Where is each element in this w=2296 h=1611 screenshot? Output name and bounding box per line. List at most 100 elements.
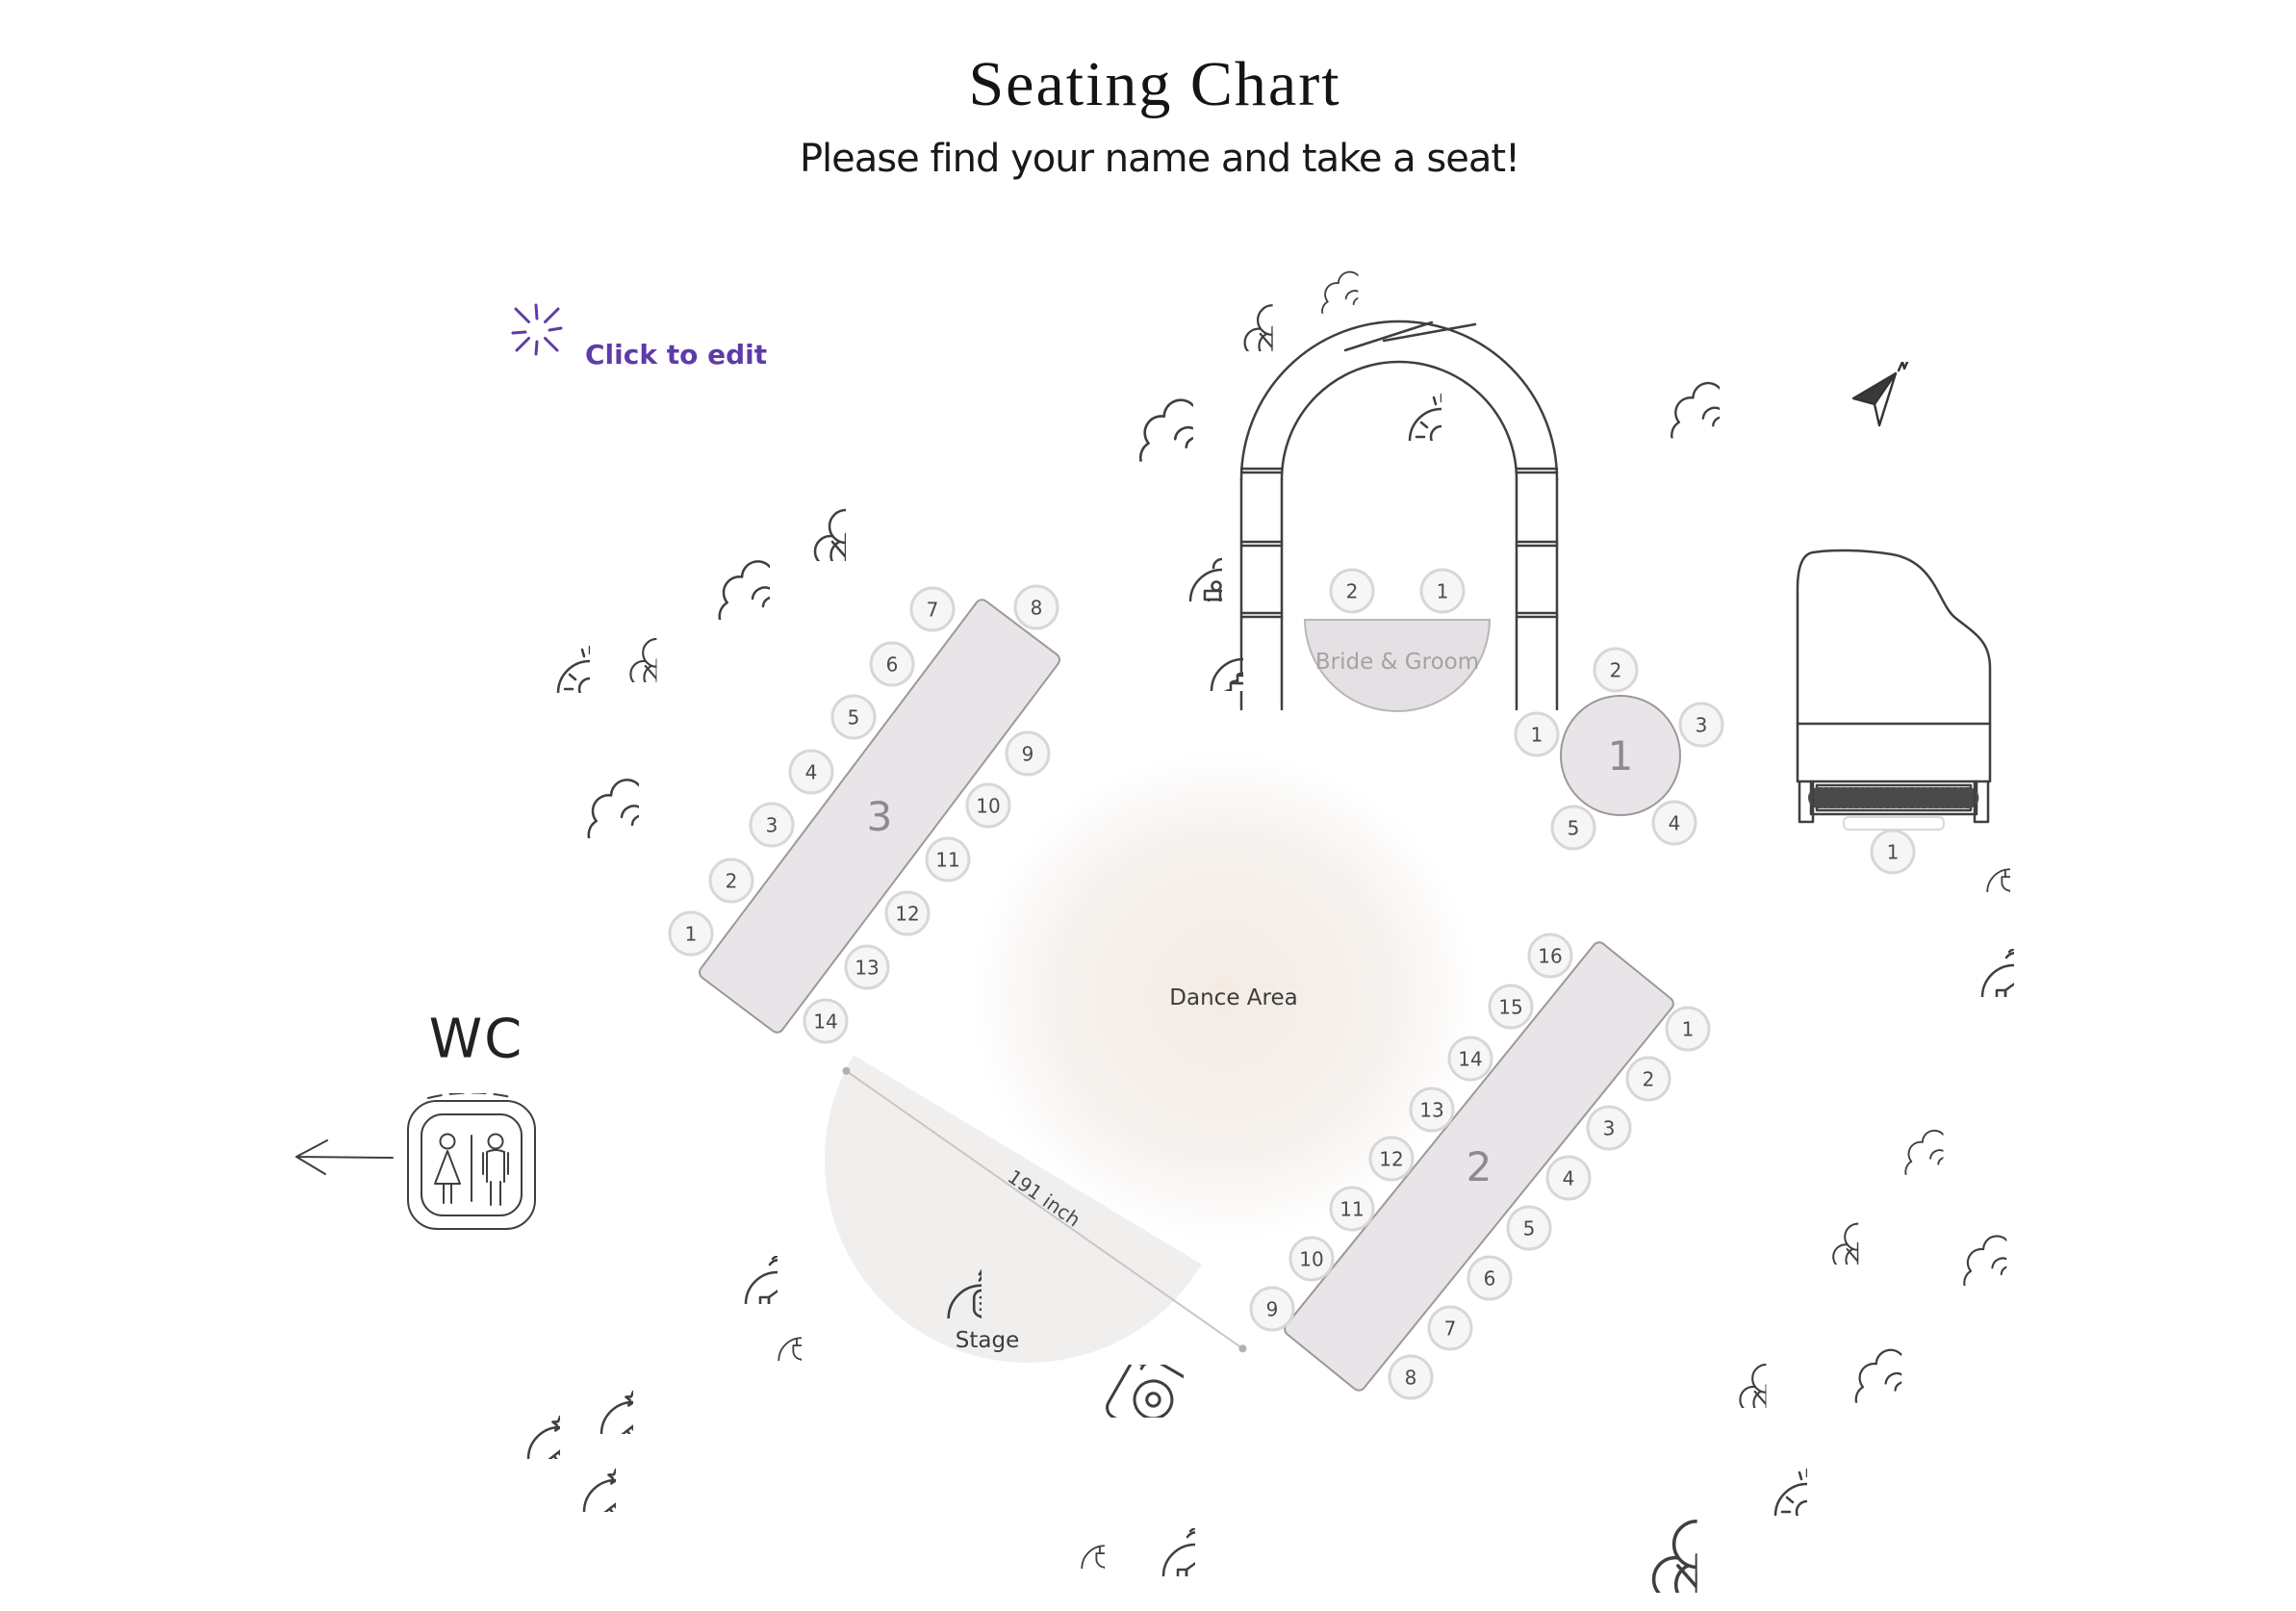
power-plug-icon[interactable] (1941, 823, 2010, 896)
seat-number: 11 (1339, 1197, 1365, 1220)
seat-number: 10 (976, 794, 1001, 817)
seat-number: 1 (684, 922, 698, 945)
seat-number: 16 (1538, 944, 1563, 967)
seat[interactable]: 6 (869, 641, 915, 687)
seat[interactable]: 6 (1467, 1255, 1513, 1301)
light-bulb-icon[interactable] (1345, 345, 1441, 445)
lobe-tree-icon[interactable] (1211, 247, 1273, 355)
power-plug-icon[interactable] (732, 1291, 802, 1365)
seat-number: 11 (935, 848, 960, 871)
seat[interactable]: 10 (965, 782, 1011, 829)
seat[interactable]: 2 (1593, 647, 1639, 693)
dance-area-label: Dance Area (1169, 985, 1298, 1010)
page-title[interactable]: Seating Chart (968, 49, 1341, 119)
seat-number: 9 (1021, 742, 1034, 765)
seat[interactable]: 1 (1665, 1006, 1711, 1052)
seat-number: 5 (847, 705, 860, 729)
table-label: Bride & Groom (1314, 650, 1480, 675)
seat[interactable]: 9 (1005, 730, 1051, 777)
wedding-cake-icon[interactable] (1147, 595, 1243, 695)
seat[interactable]: 3 (749, 802, 795, 848)
cloud-tree-icon[interactable] (1272, 221, 1358, 318)
seat-number: 3 (1695, 713, 1708, 736)
click-to-edit-hint[interactable]: Click to edit (585, 339, 768, 371)
seat[interactable]: 3 (1678, 702, 1724, 748)
cloud-tree-icon[interactable] (1794, 1287, 1901, 1407)
seat[interactable]: 4 (1545, 1155, 1592, 1201)
seat[interactable]: 13 (1409, 1087, 1455, 1133)
seat[interactable]: 14 (1447, 1036, 1493, 1082)
lobe-tree-icon[interactable] (1600, 1431, 1697, 1597)
seat[interactable]: 12 (1368, 1136, 1415, 1182)
seat[interactable]: 10 (1288, 1236, 1335, 1282)
lobe-tree-icon[interactable] (598, 584, 656, 686)
seat[interactable]: 16 (1527, 933, 1573, 979)
grand-piano-icon[interactable] (1792, 545, 1996, 830)
seat-number: 1 (1530, 723, 1543, 746)
cloud-tree-icon[interactable] (651, 491, 770, 624)
microphone-icon[interactable] (881, 1218, 982, 1322)
lobe-tree-icon[interactable] (777, 446, 846, 565)
dj-controller-icon[interactable] (1020, 1312, 1184, 1421)
cloud-tree-icon[interactable] (1854, 1078, 1944, 1179)
seat[interactable]: 7 (909, 586, 956, 632)
seat-number: 14 (1458, 1047, 1483, 1070)
cloud-tree-icon[interactable] (1905, 1176, 2006, 1290)
table-number: 2 (1466, 1142, 1492, 1190)
stage-label: Stage (955, 1328, 1020, 1353)
cloud-tree-icon[interactable] (1068, 326, 1193, 466)
seat-number: 5 (1567, 816, 1580, 839)
seat[interactable]: 3 (1586, 1105, 1632, 1151)
seat[interactable]: 1 (1514, 711, 1560, 757)
seat[interactable]: 12 (884, 890, 931, 936)
lobe-tree-icon[interactable] (1802, 1172, 1858, 1268)
wedding-arch-icon[interactable] (1239, 318, 1559, 714)
table-1[interactable]: 1 (1560, 695, 1681, 816)
seat[interactable]: 9 (1249, 1286, 1295, 1332)
direction-arrow-icon (295, 1139, 394, 1175)
seat[interactable]: 4 (788, 749, 834, 795)
seat[interactable]: 15 (1488, 984, 1534, 1030)
seat[interactable]: 2 (1625, 1056, 1671, 1102)
speaker-icon[interactable] (1099, 1480, 1195, 1580)
speaker-icon[interactable] (1918, 901, 2014, 1001)
seat-number: 12 (1379, 1147, 1404, 1170)
seat[interactable]: 4 (1651, 800, 1697, 846)
compass-north-icon (1851, 362, 1909, 427)
seat[interactable]: 1 (1419, 568, 1466, 614)
seat[interactable]: 7 (1427, 1305, 1473, 1351)
cloud-tree-icon[interactable] (1606, 316, 1720, 442)
seat-number: 7 (926, 598, 939, 621)
light-bulb-icon[interactable] (494, 597, 590, 697)
seat[interactable]: 13 (844, 944, 890, 990)
seat-number: 13 (1419, 1098, 1444, 1121)
seat-number: 4 (804, 760, 818, 783)
seat[interactable]: 1 (1870, 829, 1916, 875)
seat[interactable]: 8 (1388, 1354, 1434, 1400)
restroom-sign-icon[interactable] (405, 1093, 538, 1234)
seat[interactable]: 5 (1550, 805, 1596, 851)
firework-icon[interactable] (520, 1416, 616, 1516)
seat[interactable]: 8 (1013, 584, 1059, 630)
seat-number: 13 (855, 956, 880, 979)
seat[interactable]: 5 (1506, 1205, 1552, 1251)
seat-number: 5 (1522, 1216, 1536, 1240)
seat-number: 14 (813, 1010, 838, 1033)
lobe-tree-icon[interactable] (1707, 1310, 1766, 1412)
light-bulb-icon[interactable] (1711, 1419, 1807, 1520)
seat[interactable]: 2 (708, 857, 754, 904)
seat[interactable]: 1 (668, 910, 714, 957)
seat-number: 4 (1562, 1166, 1575, 1189)
seat[interactable]: 11 (925, 836, 971, 882)
cloud-tree-icon[interactable] (520, 709, 639, 842)
table-number: 3 (866, 792, 893, 840)
seat[interactable]: 11 (1329, 1186, 1375, 1232)
seat[interactable]: 2 (1329, 568, 1375, 614)
seat[interactable]: 5 (830, 694, 877, 740)
page-subtitle[interactable]: Please find your name and take a seat! (799, 137, 1520, 181)
gift-icon[interactable] (1126, 505, 1222, 605)
power-plug-icon[interactable] (1035, 1499, 1105, 1573)
seat-number: 6 (1483, 1266, 1496, 1290)
seat[interactable]: 14 (803, 998, 849, 1044)
